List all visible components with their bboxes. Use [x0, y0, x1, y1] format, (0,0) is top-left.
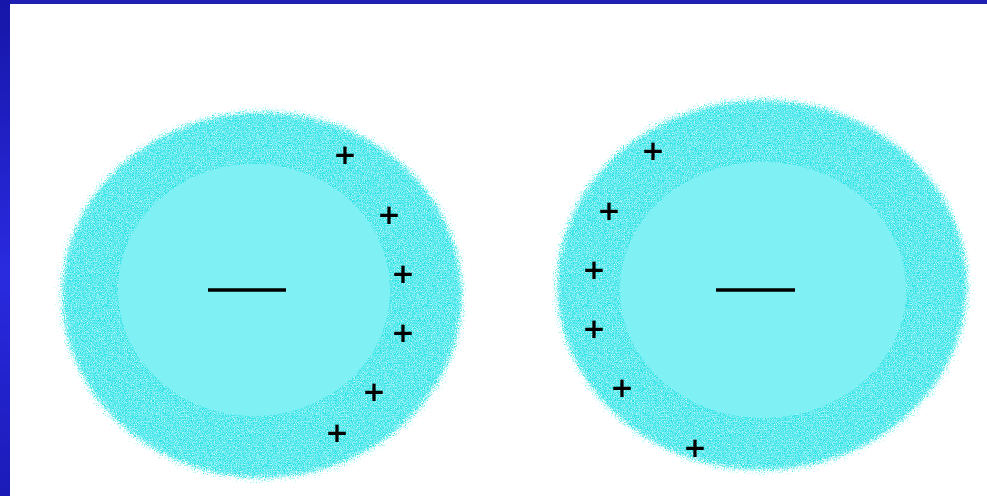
right-charge-plus: +	[683, 431, 706, 464]
left-charge-plus: +	[362, 375, 385, 408]
left-charge-plus: +	[325, 416, 348, 449]
right-charge-plus: +	[582, 253, 605, 286]
left-charge-plus: +	[333, 138, 356, 171]
left-charge-plus: +	[391, 316, 414, 349]
right-particle: + + + + + +	[557, 100, 967, 470]
right-charge-plus: +	[641, 134, 664, 167]
right-charge-plus: +	[610, 371, 633, 404]
left-particle: + + + + + +	[62, 112, 462, 478]
left-charge-plus: +	[377, 198, 400, 231]
right-charge-plus: +	[582, 312, 605, 345]
left-charge-plus: +	[391, 257, 414, 290]
right-charge-plus: +	[597, 194, 620, 227]
